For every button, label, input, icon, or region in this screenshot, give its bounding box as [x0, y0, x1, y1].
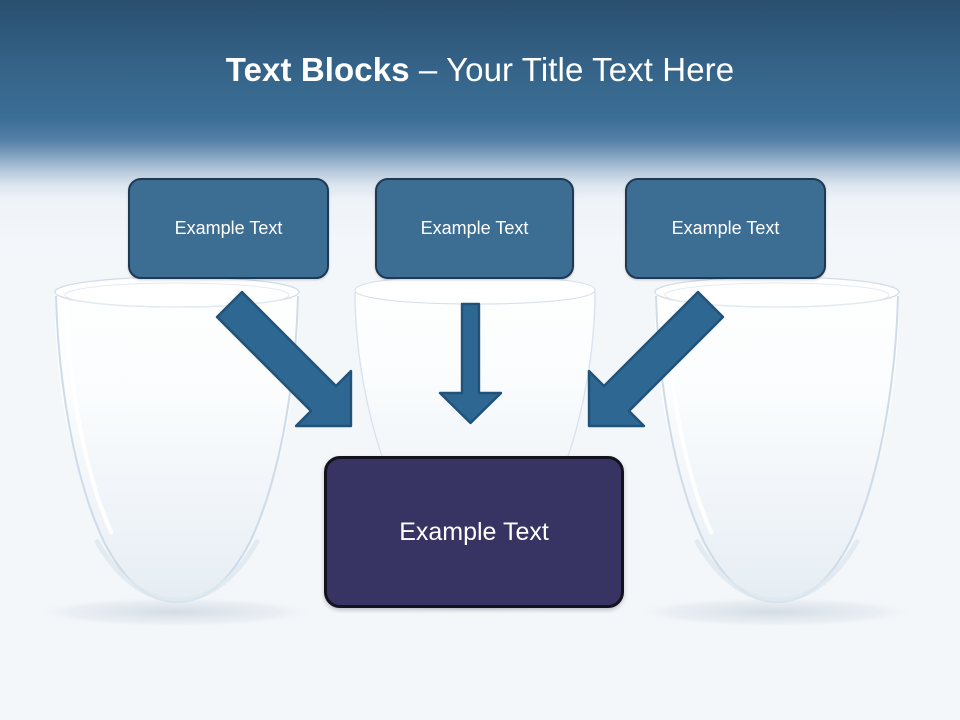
title-bold-part: Text Blocks: [225, 51, 410, 88]
title-light-part: Your Title Text Here: [446, 51, 735, 88]
text-block-summary[interactable]: Example Text: [324, 456, 624, 608]
slide-title: Text Blocks – Your Title Text Here: [0, 50, 960, 90]
text-block-3-label: Example Text: [671, 218, 780, 238]
glass-bowl-right: [654, 276, 900, 603]
text-block-2[interactable]: Example Text: [375, 178, 574, 279]
text-block-3[interactable]: Example Text: [625, 178, 826, 279]
text-block-1[interactable]: Example Text: [128, 178, 329, 279]
text-block-summary-label: Example Text: [399, 517, 549, 546]
glass-bowl-left: [54, 276, 300, 603]
title-separator: –: [409, 51, 447, 88]
text-block-2-label: Example Text: [420, 218, 529, 238]
text-block-1-label: Example Text: [174, 218, 283, 238]
